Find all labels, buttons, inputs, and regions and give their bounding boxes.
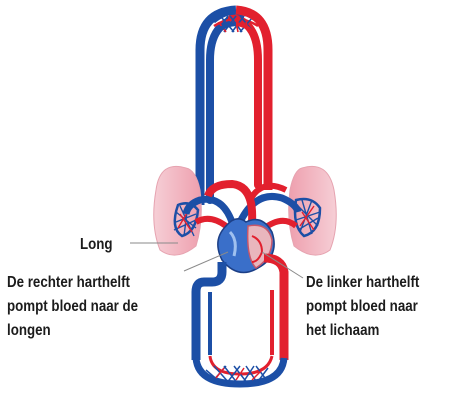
label-lung: Long — [80, 233, 113, 257]
label-left-heart-line-2: pompt bloed naar — [306, 295, 419, 319]
left-lung — [154, 166, 202, 255]
label-right-heart-line-1: De rechter harthelft — [7, 271, 138, 295]
lower-body-circuit — [196, 258, 284, 384]
label-left-heart-line-3: het lichaam — [306, 319, 419, 343]
label-right-heart-line-2: pompt bloed naar de — [7, 295, 138, 319]
body-capillaries — [196, 356, 284, 384]
label-right-heart-line-3: longen — [7, 319, 138, 343]
label-left-heart-line-1: De linker harthelft — [306, 271, 419, 295]
label-lung-text: Long — [80, 233, 113, 257]
label-left-heart-half: De linker harthelft pompt bloed naar het… — [306, 271, 419, 343]
label-right-heart-half: De rechter harthelft pompt bloed naar de… — [7, 271, 138, 343]
